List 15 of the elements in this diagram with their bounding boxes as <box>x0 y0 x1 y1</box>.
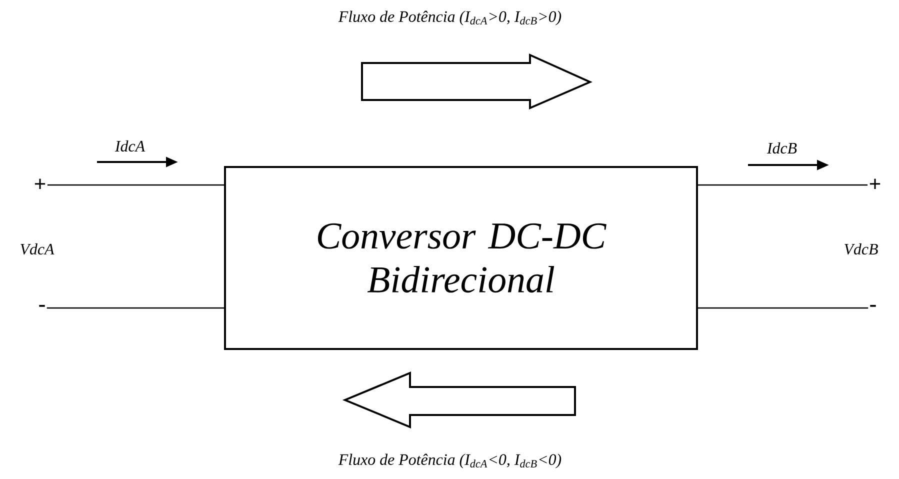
wire <box>698 307 868 309</box>
voltage-label: VdcB <box>844 243 878 255</box>
flow-caption: Fluxo de Potência (I$_{dcA}$<0, I$_{dcB}$<0) <box>338 454 562 468</box>
wire <box>47 184 224 186</box>
converter-box: Conversor DC-DC Bidirecional <box>224 166 698 350</box>
voltage-label: VdcA <box>20 243 54 255</box>
wire <box>698 184 868 186</box>
current-label: IdcA <box>114 140 146 152</box>
terminal-sign: - <box>870 304 876 307</box>
terminal-sign: - <box>39 304 45 307</box>
flow-caption: Fluxo de Potência (I$_{dcA}$>0, I$_{dcB}$>0) <box>338 10 562 26</box>
current-label: IdcB <box>766 142 797 154</box>
terminal-sign: + <box>870 178 880 190</box>
wire <box>46 307 224 309</box>
terminal-sign: + <box>34 178 46 190</box>
